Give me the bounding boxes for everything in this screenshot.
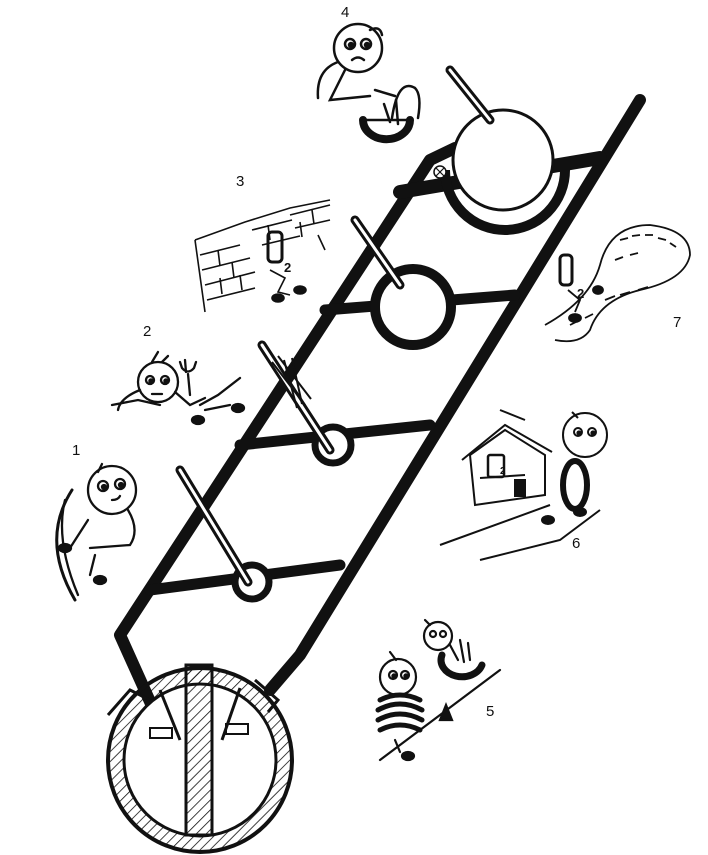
figure-7-path xyxy=(544,224,691,343)
figure-1-character xyxy=(55,462,138,602)
character-head xyxy=(86,464,138,516)
ladder-right-rail xyxy=(264,94,646,696)
character-head xyxy=(136,360,180,404)
label-1: 1 xyxy=(72,442,80,459)
figure-3-wall xyxy=(194,199,331,313)
figure-numbers: 1 2 3 4 5 6 7 xyxy=(72,4,681,720)
figure-2-character xyxy=(110,350,246,426)
label-5: 5 xyxy=(486,703,494,720)
character-head xyxy=(562,412,608,458)
label-2: 2 xyxy=(143,323,151,340)
label-7: 7 xyxy=(673,314,681,331)
figure-5-characters xyxy=(375,618,502,762)
character-head xyxy=(378,657,418,697)
ladder-left-rail xyxy=(114,142,461,741)
dial-node xyxy=(370,264,456,350)
o2-canister xyxy=(558,253,574,287)
label-6: 6 xyxy=(572,535,580,552)
wall-o2-sub: 2 xyxy=(284,260,291,275)
character-head xyxy=(422,620,454,652)
figure-6-house xyxy=(439,409,608,561)
wrench-icon xyxy=(178,358,198,397)
character-head xyxy=(332,22,384,74)
lever-clamp xyxy=(271,355,312,409)
dial-nodes xyxy=(175,65,570,603)
house-o2-sub: 2 xyxy=(500,466,506,477)
spring-body xyxy=(375,692,425,733)
o2-ring xyxy=(560,458,590,512)
o2-canister xyxy=(266,230,284,264)
label-4: 4 xyxy=(341,4,349,21)
dial-node-large-face xyxy=(451,108,555,212)
dial-node-large xyxy=(440,169,570,235)
bottom-chamber xyxy=(106,663,294,854)
label-3: 3 xyxy=(236,173,244,190)
figure-4-character xyxy=(316,22,421,144)
path-o2-sub: 2 xyxy=(577,286,584,301)
